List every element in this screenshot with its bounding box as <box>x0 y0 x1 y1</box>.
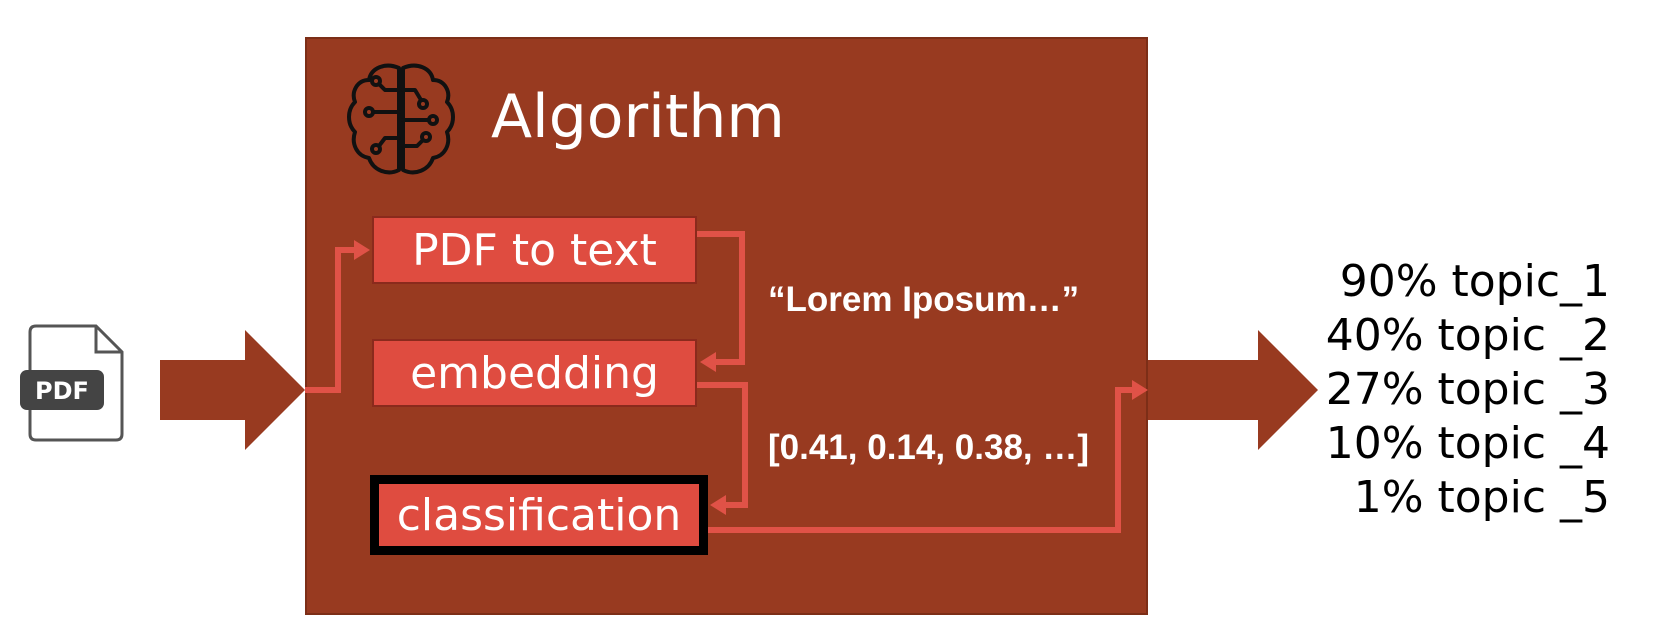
text-sample-label: “Lorem Iposum…” <box>768 280 1080 319</box>
output-arrow <box>1148 330 1318 450</box>
result-topic-2: 40% topic _2 <box>1325 310 1610 361</box>
result-topic-4: 10% topic _4 <box>1325 418 1610 469</box>
connector-embedding-to-classification <box>697 382 748 508</box>
connector-pdf-to-embedding <box>697 231 745 365</box>
step-pdf-to-text: PDF to text <box>372 216 697 284</box>
topic-results: 90% topic_1 40% topic _2 27% topic _3 10… <box>1310 255 1610 525</box>
connector-input-to-pdf <box>305 247 358 393</box>
step-embedding: embedding <box>372 339 697 407</box>
arrowhead-to-classification <box>710 495 726 515</box>
step-classification: classification <box>370 475 708 555</box>
arrowhead-to-embedding <box>700 352 716 372</box>
result-topic-3: 27% topic _3 <box>1325 364 1610 415</box>
algorithm-title: Algorithm <box>491 82 785 152</box>
result-topic-5: 1% topic _5 <box>1353 472 1610 523</box>
embedding-sample-label: [0.41, 0.14, 0.38, …] <box>768 428 1090 467</box>
pdf-file-icon: PDF <box>20 324 124 442</box>
input-arrow <box>160 330 305 450</box>
pdf-icon-label: PDF <box>35 377 89 405</box>
result-topic-1: 90% topic_1 <box>1339 256 1610 307</box>
arrowhead-to-pdf <box>354 240 370 260</box>
brain-circuit-icon <box>347 63 455 175</box>
connector-classification-to-output <box>708 387 1132 533</box>
arrowhead-to-output <box>1132 380 1148 400</box>
